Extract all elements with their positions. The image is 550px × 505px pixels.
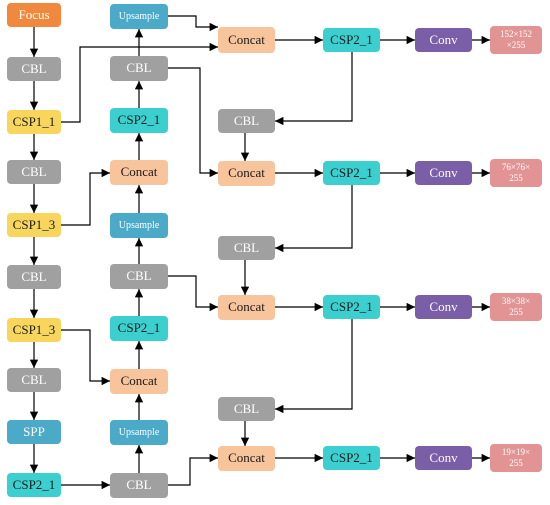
neck-cbl-block-1: CBL [110, 56, 168, 81]
edge-csp1-1-head-concat1 [60, 42, 218, 123]
edge-csp1-3b-concat2 [60, 329, 110, 386]
head-conv-block-2: Conv [415, 161, 472, 185]
head-csp2-block-3: CSP2_1 [323, 295, 380, 319]
backbone-cbl-block-1: CBL [7, 57, 61, 81]
head-concat-block-3: Concat [218, 295, 275, 320]
head-cbl-block-2: CBL [218, 236, 275, 260]
backbone-cbl-block-3: CBL [7, 265, 61, 289]
output-1-line-2: ×255 [506, 40, 526, 50]
backbone-csp1-3-block-a: CSP1_3 [7, 213, 61, 237]
neck-upsample-block-1: Upsample [110, 4, 168, 29]
head-csp2-block-1: CSP2_1 [323, 28, 380, 52]
backbone-csp1-3-block-b: CSP1_3 [7, 318, 61, 342]
neck-cbl-block-3: CBL [110, 473, 168, 498]
edge-upsample1-head-concat1 [168, 15, 218, 32]
head-conv-block-3: Conv [415, 295, 472, 319]
edge-neck-cbl1-head-concat2 [168, 67, 218, 178]
output-block-3: 38×38× 255 [490, 293, 542, 321]
head-cbl-block-3: CBL [218, 397, 275, 421]
head-concat-block-4: Concat [218, 446, 275, 471]
output-4-line-1: 19×19× [501, 446, 531, 457]
output-2-line-2: 255 [509, 173, 523, 183]
output-3-line-1: 38×38× [501, 295, 531, 306]
output-3-line-2: 255 [509, 307, 523, 317]
head-conv-block-4: Conv [415, 446, 472, 470]
edge-csp2-3-head-cbl3 [275, 319, 353, 414]
output-block-1: 152×152 ×255 [490, 26, 542, 54]
backbone-spp-block: SPP [7, 420, 61, 444]
output-block-2: 76×76× 255 [490, 159, 542, 187]
backbone-csp1-1-block: CSP1_1 [7, 110, 61, 134]
backbone-csp2-block: CSP2_1 [7, 473, 61, 497]
neck-cbl-block-2: CBL [110, 264, 168, 289]
edge-csp1-3a-concat1 [60, 168, 110, 226]
head-concat-block-1: Concat [218, 27, 275, 53]
head-conv-block-1: Conv [415, 28, 472, 52]
backbone-cbl-block-4: CBL [7, 368, 61, 392]
head-cbl-block-1: CBL [218, 109, 275, 133]
edge-neck-cbl3-head-concat4 [168, 453, 218, 486]
neck-concat-block-1: Concat [110, 160, 168, 185]
neck-csp2-block-b: CSP2_1 [110, 316, 168, 341]
edge-csp2-head-cbl1 [275, 52, 353, 126]
edge-neck-cbl2-head-concat3 [168, 275, 218, 312]
output-2-line-1: 76×76× [501, 161, 531, 172]
head-concat-block-2: Concat [218, 161, 275, 186]
head-csp2-block-4: CSP2_1 [323, 446, 380, 470]
neck-csp2-block-a: CSP2_1 [110, 108, 168, 133]
neck-concat-block-2: Concat [110, 369, 168, 394]
backbone-cbl-block-2: CBL [7, 160, 61, 184]
edge-csp2-2-head-cbl2 [275, 185, 353, 253]
neck-upsample-block-3: Upsample [110, 420, 168, 445]
output-4-line-2: 255 [509, 458, 523, 468]
neck-upsample-block-2: Upsample [110, 213, 168, 238]
backbone-focus-block: Focus [7, 3, 61, 27]
head-csp2-block-2: CSP2_1 [323, 161, 380, 185]
output-block-4: 19×19× 255 [490, 444, 542, 472]
output-1-line-1: 152×152 [499, 28, 533, 39]
